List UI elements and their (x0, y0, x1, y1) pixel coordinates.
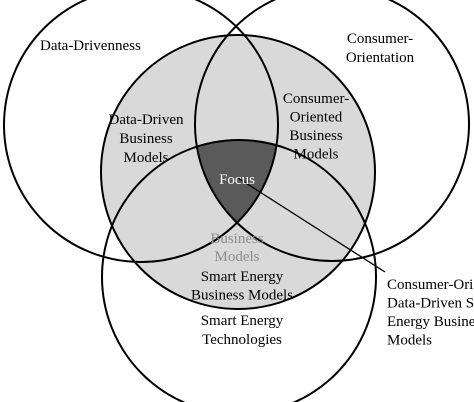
label-consumer-oriented-business-models-line: Business (289, 128, 343, 144)
label-consumer-orientation-line: Orientation (346, 50, 415, 66)
label-smart-energy-business-models-line: Smart Energy (201, 269, 284, 285)
label-smart-energy-technologies-line: Technologies (202, 332, 282, 348)
label-data-drivenness-line: Data-Drivenness (40, 38, 141, 54)
label-smart-energy-business-models-line: Business Models (191, 288, 293, 304)
label-data-driven-business-models-line: Models (124, 150, 169, 166)
label-smart-energy-technologies-line: Smart Energy (201, 313, 284, 329)
label-callout-line: Consumer-Oriented (387, 277, 474, 293)
data-drivenness-circle (3, 0, 279, 263)
business-models-circle (100, 34, 376, 310)
label-data-driven-business-models-line: Business (119, 131, 173, 147)
label-data-driven-business-models-line: Data-Driven (109, 112, 184, 128)
label-callout: Consumer-OrientedData-Driven SmartEnergy… (387, 277, 474, 349)
label-focus-line: Focus (219, 172, 255, 188)
label-consumer-orientation: Consumer- Orientation (346, 31, 415, 66)
label-consumer-oriented-business-models-line: Consumer- (283, 91, 349, 107)
label-callout-line: Models (387, 333, 432, 349)
label-callout-line: Energy Business (387, 314, 474, 330)
consumer-orientation-circle (194, 0, 470, 262)
label-callout-line: Data-Driven Smart (387, 296, 474, 312)
label-consumer-oriented-business-models-line: Models (294, 147, 339, 163)
label-consumer-orientation-line: Consumer- (347, 31, 413, 47)
label-data-drivenness: Data-Drivenness (40, 38, 141, 54)
label-business-models-line: Business (210, 231, 264, 247)
label-consumer-oriented-business-models-line: Oriented (290, 110, 343, 126)
callout-line (237, 177, 386, 273)
smart-energy-technologies-circle (101, 139, 377, 402)
label-business-models-line: Models (215, 249, 260, 265)
label-focus: Focus (219, 172, 255, 188)
